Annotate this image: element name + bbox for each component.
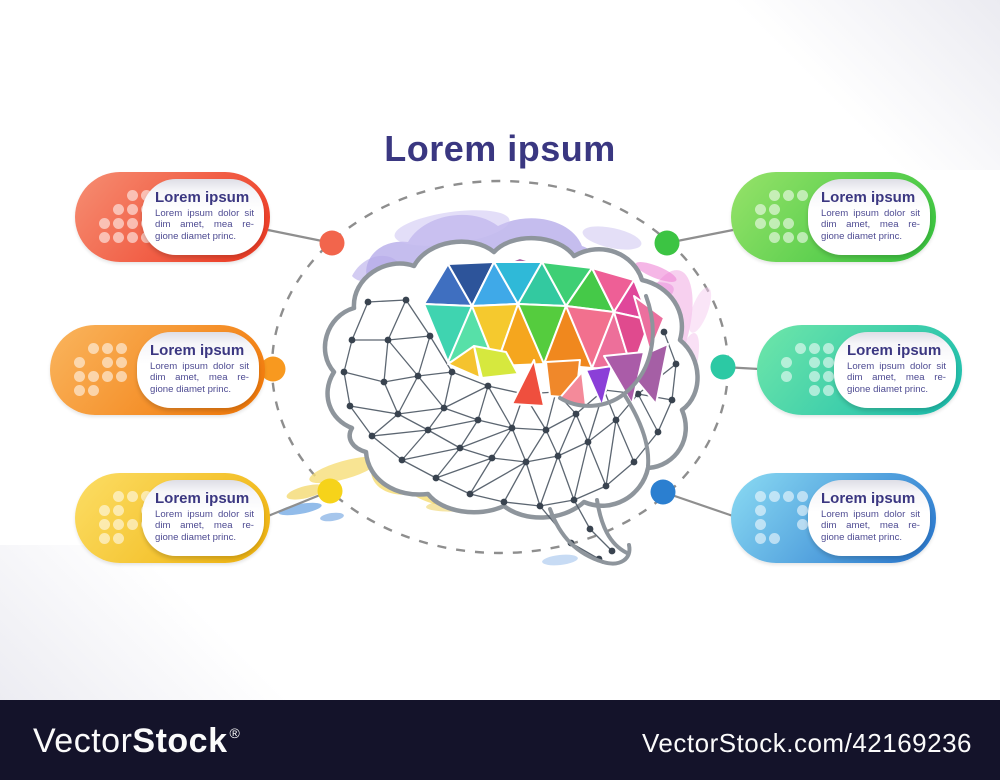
card-panel: Lorem ipsum Lorem ipsum dolor sit dim am… <box>137 332 259 408</box>
connector-dot <box>317 478 343 504</box>
card-heading: Lorem ipsum <box>155 490 250 507</box>
brand-bold: Stock <box>132 722 228 760</box>
vectorstock-url: VectorStock.com/42169236 <box>642 728 972 758</box>
pie-dots-icon <box>74 343 127 396</box>
info-card-bottom-right: Lorem ipsum Lorem ipsum dolor sit dim am… <box>731 473 936 563</box>
card-body: Lorem ipsum dolor sit dim amet, mea re- … <box>847 361 946 395</box>
poly-triangles <box>423 257 669 407</box>
connector-dot <box>650 479 676 505</box>
connector-dots <box>260 230 736 505</box>
page-title: Lorem ipsum <box>384 128 616 169</box>
card-body: Lorem ipsum dolor sit dim amet, mea re- … <box>150 361 249 395</box>
card-body: Lorem ipsum dolor sit dim amet, mea re- … <box>821 509 920 543</box>
info-card-bottom-left: Lorem ipsum Lorem ipsum dolor sit dim am… <box>75 473 270 563</box>
card-heading: Lorem ipsum <box>155 189 250 206</box>
card-body: Lorem ipsum dolor sit dim amet, mea re- … <box>155 208 254 242</box>
card-heading: Lorem ipsum <box>150 342 245 359</box>
card-panel: Lorem ipsum Lorem ipsum dolor sit dim am… <box>142 480 264 556</box>
info-card-middle-right: Lorem ipsum Lorem ipsum dolor sit dim am… <box>757 325 962 415</box>
card-panel: Lorem ipsum Lorem ipsum dolor sit dim am… <box>834 332 956 408</box>
watermark-bar: VectorStock® VectorStock.com/42169236 <box>0 700 1000 780</box>
card-body: Lorem ipsum dolor sit dim amet, mea re- … <box>155 509 254 543</box>
folder-dots-icon <box>755 491 808 544</box>
info-card-top-left: Lorem ipsum Lorem ipsum dolor sit dim am… <box>75 172 270 262</box>
card-heading: Lorem ipsum <box>847 342 942 359</box>
vectorstock-logo: VectorStock® <box>33 722 240 761</box>
card-heading: Lorem ipsum <box>821 490 916 507</box>
card-heading: Lorem ipsum <box>821 189 916 206</box>
card-body: Lorem ipsum dolor sit dim amet, mea re- … <box>821 208 920 242</box>
card-panel: Lorem ipsum Lorem ipsum dolor sit dim am… <box>808 179 930 255</box>
card-panel: Lorem ipsum Lorem ipsum dolor sit dim am… <box>142 179 264 255</box>
percent-dots-icon <box>781 343 834 396</box>
registered-mark: ® <box>229 725 241 741</box>
bracket-dots-icon <box>755 190 808 243</box>
connector-dot <box>260 356 286 382</box>
connector-dot <box>654 230 680 256</box>
info-card-middle-left: Lorem ipsum Lorem ipsum dolor sit dim am… <box>50 325 265 415</box>
card-panel: Lorem ipsum Lorem ipsum dolor sit dim am… <box>808 480 930 556</box>
info-card-top-right: Lorem ipsum Lorem ipsum dolor sit dim am… <box>731 172 936 262</box>
connector-dot <box>319 230 345 256</box>
brand-light: Vector <box>33 722 133 760</box>
connector-dot <box>710 354 736 380</box>
brain-folds-and-stem <box>548 294 655 566</box>
